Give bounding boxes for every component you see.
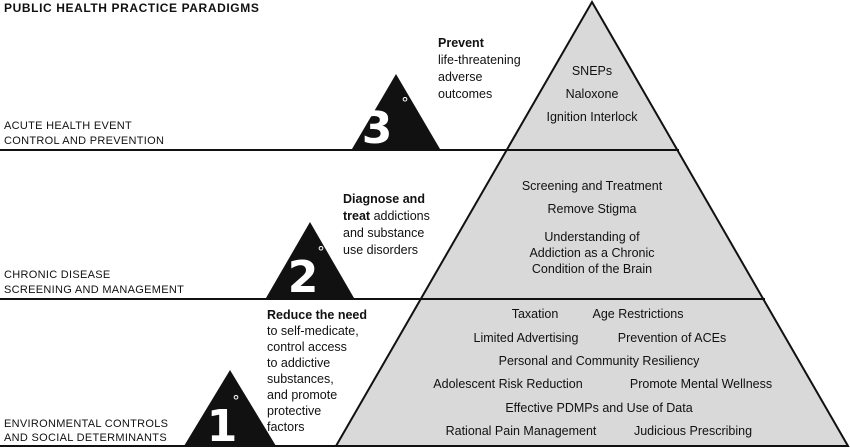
tier-1-label-line-1: ENVIRONMENTAL CONTROLS [4,418,168,430]
tier-2-desc-line-2: treat addictions [343,209,430,223]
tier-1-item: Effective PDMPs and Use of Data [505,401,692,415]
tier-1-item: Promote Mental Wellness [630,377,772,391]
tier-3-desc-line-3: adverse [438,70,483,84]
tier-1-item: Judicious Prescribing [634,424,752,438]
tier-3-desc-line-4: outcomes [438,87,492,101]
tier-2-item: Remove Stigma [548,202,637,216]
tier-1-description: Reduce the need to self-medicate, contro… [267,308,371,434]
tier-1-item: Rational Pain Management [446,424,597,438]
tier-1-item: Adolescent Risk Reduction [433,377,582,391]
tier-2-item: Understanding of [544,230,640,244]
tier-2-item: Addiction as a Chronic [529,246,654,260]
tier-3-description: Prevent life-threatening adverse outcome… [438,36,524,101]
tier-3: 3 ° ACUTE HEALTH EVENT CONTROL AND PREVE… [4,36,638,154]
tier-3-number: 3 [362,103,393,154]
tier-3-item: SNEPs [572,64,612,78]
tier-1-desc-line-4: to addictive [267,356,330,370]
tier-2-number: 2 [288,252,319,303]
tier-2-desc-line-3: and substance [343,226,424,240]
tier-2-item: Screening and Treatment [522,179,663,193]
tier-3-item: Naloxone [566,87,619,101]
tier-3-degree: ° [401,94,409,112]
tier-2-triangle [266,222,354,298]
diagram-title: PUBLIC HEALTH PRACTICE PARADIGMS [4,1,259,15]
tier-1-item: Personal and Community Resiliency [499,354,701,368]
tier-2-description: Diagnose and treat addictions and substa… [343,192,433,257]
tier-3-desc-line-1: Prevent [438,36,485,50]
tier-3-label-line-1: ACUTE HEALTH EVENT [4,120,132,132]
tier-3-label-line-2: CONTROL AND PREVENTION [4,135,164,147]
tier-3-item: Ignition Interlock [546,110,638,124]
tier-3-triangle [352,74,440,149]
tier-1-number: 1 [207,401,238,448]
tier-1-triangle [184,370,276,446]
tier-1-desc-line-7: protective [267,404,321,418]
tier-2-degree: ° [317,243,325,261]
tier-2-label-line-1: CHRONIC DISEASE [4,269,111,281]
tier-1-item: Taxation [512,307,559,321]
tier-1-desc-line-2: to self-medicate, [267,324,359,338]
tier-1-desc-line-3: control access [267,340,347,354]
tier-2-label-line-2: SCREENING AND MANAGEMENT [4,284,184,296]
tier-1-item: Limited Advertising [474,331,579,345]
tier-1: 1 ° ENVIRONMENTAL CONTROLS AND SOCIAL DE… [4,307,772,448]
tier-1-desc-line-1: Reduce the need [267,308,367,322]
tier-3-desc-line-2: life-threatening [438,53,521,67]
tier-2-desc-line-1: Diagnose and [343,192,425,206]
tier-2-desc-line-4: use disorders [343,243,418,257]
tier-2: 2 ° CHRONIC DISEASE SCREENING AND MANAGE… [4,179,663,303]
tier-2-item: Condition of the Brain [532,262,652,276]
tier-1-degree: ° [232,392,240,410]
tier-1-desc-line-8: factors [267,420,305,434]
tier-1-item: Prevention of ACEs [618,331,726,345]
tier-1-item: Age Restrictions [592,307,683,321]
tier-1-label-line-2: AND SOCIAL DETERMINANTS [4,432,167,444]
tier-1-desc-line-5: substances, [267,372,334,386]
tier-1-desc-line-6: and promote [267,388,337,402]
